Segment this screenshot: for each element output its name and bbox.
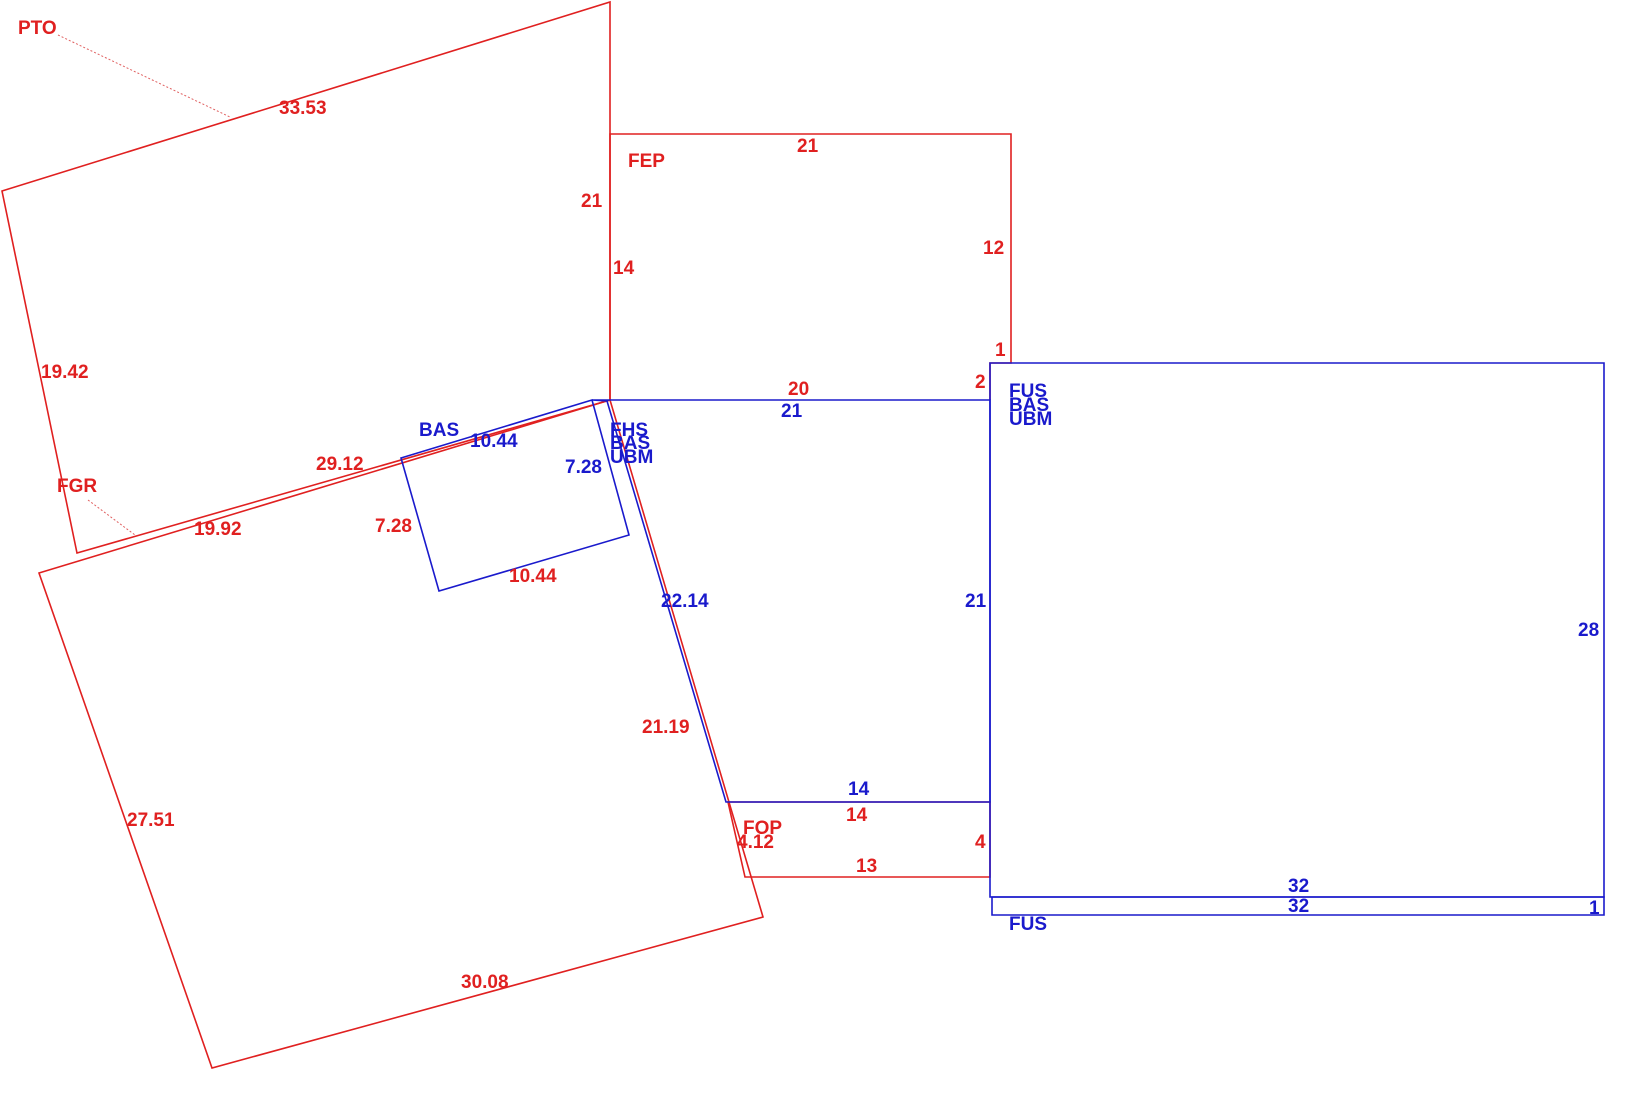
bas-right-label: BAS — [1009, 395, 1049, 416]
bas-porch-label: BAS — [419, 420, 459, 441]
fus-right-label: FUS — [1009, 381, 1047, 402]
fep-right-dimension: 12 — [983, 238, 1004, 259]
fhs-center-label: FHS — [610, 420, 648, 441]
bas-top-dimension: 10.44 — [470, 431, 518, 452]
pto-area-label: PTO — [18, 18, 57, 39]
pto-left-dimension: 19.42 — [41, 362, 89, 383]
right-height-dimension: 28 — [1578, 620, 1599, 641]
fep-corner-dimension: 2 — [975, 372, 986, 393]
bas-porch-outline — [400, 398, 630, 592]
pto-top-dimension: 33.53 — [279, 98, 327, 119]
fgr-area-label: FGR — [57, 476, 97, 497]
right-area-outline — [989, 362, 1605, 898]
fop-bottom-dimension: 13 — [856, 856, 877, 877]
pto-area-outline — [1, 0, 611, 555]
bas-bottom-dimension: 10.44 — [509, 566, 557, 587]
fop-left-dimension: 4.12 — [737, 832, 774, 853]
fus-strip-outline — [991, 896, 1605, 916]
bas-center-label: BAS — [610, 433, 650, 454]
strip-top-dimension: 32 — [1288, 896, 1309, 917]
right-bottom-dimension: 32 — [1288, 876, 1309, 897]
fus-strip-label: FUS — [1009, 914, 1047, 935]
center-diagonal-dimension: 22.14 — [661, 591, 709, 612]
ubm-center-label: UBM — [610, 447, 653, 468]
center-right-dimension: 21 — [965, 591, 987, 612]
center-area-outline — [591, 399, 991, 803]
fgr-area-outline — [37, 399, 764, 1069]
fep-left-dimension: 14 — [613, 258, 635, 279]
fgr-bottom-dimension: 30.08 — [461, 972, 509, 993]
center-bottom-dimension: 14 — [848, 779, 870, 800]
bas-right-dimension: 7.28 — [565, 457, 602, 478]
pto-bottom-dimension: 29.12 — [316, 454, 364, 475]
bas-left-dimension: 7.28 — [375, 516, 412, 537]
fep-notch-dimension: 1 — [995, 340, 1006, 361]
fgr-top-dimension: 19.92 — [194, 519, 242, 540]
fep-area-label: FEP — [628, 151, 665, 172]
ubm-right-label: UBM — [1009, 409, 1052, 430]
fop-area-label: FOP — [743, 818, 782, 839]
fop-right-dimension: 4 — [975, 832, 986, 853]
fgr-right-dimension: 21.19 — [642, 717, 690, 738]
fgr-leader-line — [87, 499, 136, 536]
center-top-dimension: 21 — [781, 401, 803, 422]
fop-top-dimension: 14 — [846, 805, 868, 826]
fgr-left-dimension: 27.51 — [127, 810, 175, 831]
strip-right-dimension: 1 — [1589, 898, 1600, 919]
pto-right-dimension: 21 — [581, 191, 603, 212]
fep-bottom-dimension: 20 — [788, 379, 809, 400]
fep-area-outline — [609, 133, 1012, 400]
fep-top-dimension: 21 — [797, 136, 819, 157]
pto-leader-line — [57, 34, 231, 118]
